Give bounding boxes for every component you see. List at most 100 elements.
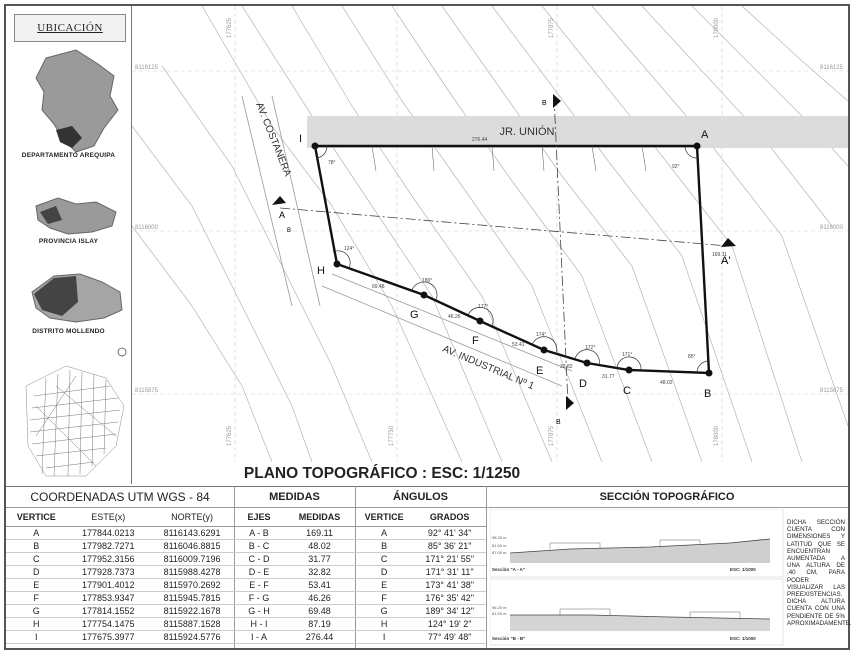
grid-label-n-mid-right: 8116000: [820, 225, 844, 231]
coords-cell: 177675.3977: [66, 630, 151, 644]
grid-label-n-bot: 8115875: [135, 388, 159, 394]
jr-union-street: [307, 116, 848, 148]
grid-label-e4-top: 178000: [714, 17, 720, 38]
angulos-cell: 85° 36' 21": [413, 539, 486, 553]
province-map-label: PROVINCIA ISLAY: [38, 238, 99, 245]
coords-cell: 177982.7271: [66, 539, 151, 553]
section-a-scale: ESC: 1/1000: [730, 567, 756, 572]
section-b-level-1: 96.20 m: [492, 605, 507, 610]
survey-ticks: [371, 145, 647, 172]
coords-cell: A: [6, 526, 67, 540]
coords-cell: 177928.7373: [66, 565, 151, 579]
vertex-label-g: G: [410, 309, 419, 321]
side-length-b-c: 48.02: [660, 380, 673, 386]
section-b-label: Sección "B - B": [492, 636, 525, 641]
angulos-header-grados: GRADOS: [413, 508, 486, 527]
section-a-profile: 98.20 m 81.00 m 87.00 m Sección "A - A" …: [490, 509, 784, 578]
coords-cell: B: [6, 539, 67, 553]
angulos-cell: 77° 49' 48": [413, 630, 486, 644]
compass-icon: [117, 347, 127, 357]
vertex-label-e: E: [536, 365, 543, 377]
vertex-label-a: A: [701, 129, 709, 141]
angulos-cell: 173° 41' 38": [413, 578, 486, 592]
section-b-top-arrow: [553, 94, 561, 108]
angulos-cell: A: [355, 526, 414, 540]
coords-cell: 177754.1475: [66, 617, 151, 631]
arequipa-department-shape: [35, 49, 119, 153]
side-length-g-h: 69.48: [372, 284, 385, 290]
section-b-profile: 96.20 m 81.00 m Sección "B - B" ESC: 1/1…: [490, 578, 784, 646]
section-mark-b-small: B: [287, 228, 291, 234]
angulos-cell: 92° 41' 34": [413, 526, 486, 540]
district-map-label: DISTRITO MOLLENDO: [32, 328, 105, 335]
topographic-map[interactable]: 8116125 8116000 8115875 8116125 8116000 …: [132, 6, 848, 462]
coords-cell: E: [6, 578, 67, 592]
grid-label-e3: 177875: [549, 425, 555, 446]
plan-frame: [4, 4, 850, 650]
medidas-title: MEDIDAS: [234, 487, 355, 508]
av-industrial-street: [321, 273, 573, 387]
medidas-cell: 87.19: [284, 617, 355, 631]
medidas-cell: G - H: [234, 604, 285, 618]
vertex-label-f: F: [472, 335, 479, 347]
ubicacion-panel: UBICACIÓN DEPARTAMENTO AREQUIPA PROVINCI…: [6, 6, 132, 484]
coords-cell: 177901.4012: [66, 578, 151, 592]
medidas-cell: C - D: [234, 552, 285, 566]
coords-cell: 8116009.7196: [150, 552, 234, 566]
angulos-cell: 124° 19' 2": [413, 617, 486, 631]
coords-header-vertice: VERTICE: [6, 508, 67, 527]
coords-cell: 8115970.2692: [150, 578, 234, 592]
coords-cell: F: [6, 591, 67, 605]
side-length-i-a: 276.44: [472, 137, 488, 143]
angulos-cell: C: [355, 552, 414, 566]
coords-cell: 177844.0213: [66, 526, 151, 540]
ubicacion-title: UBICACIÓN: [14, 14, 126, 42]
grid-label-e4: 178000: [714, 425, 720, 446]
coords-title: COORDENADAS UTM WGS - 84: [6, 487, 234, 508]
islay-highlight-shape: [56, 126, 82, 148]
plano-title: PLANO TOPOGRÁFICO : ESC: 1/1250: [243, 465, 521, 482]
seccion-title: SECCIÓN TOPOGRÁFICO: [486, 487, 848, 508]
coords-cell: I: [6, 630, 67, 644]
medidas-cell: 31.77: [284, 552, 355, 566]
divider-angulos-seccion: [486, 486, 487, 648]
section-a-label: Sección "A - A": [492, 567, 525, 572]
section-a-arrow: [272, 196, 286, 205]
medidas-cell: 169.11: [284, 526, 355, 540]
section-mark-b-top: B: [542, 100, 547, 107]
angulos-cell: G: [355, 604, 414, 618]
vertex-label-c: C: [623, 385, 631, 397]
tables-region: [6, 486, 848, 649]
angulos-cell: D: [355, 565, 414, 579]
medidas-cell: 46.26: [284, 591, 355, 605]
angulos-cell: B: [355, 539, 414, 553]
property-boundary: [313, 144, 711, 375]
angulos-cell: 171° 31' 11": [413, 565, 486, 579]
grid-label-e2: 177750: [389, 425, 395, 446]
side-length-e-f: 53.41: [512, 342, 525, 348]
vertex-markers: [311, 142, 713, 377]
grid-label-n-top-right: 8116125: [820, 65, 844, 71]
angulos-title: ÁNGULOS: [355, 487, 486, 508]
section-line-a: [279, 207, 729, 247]
side-length-f-g: 46.26: [448, 314, 461, 320]
